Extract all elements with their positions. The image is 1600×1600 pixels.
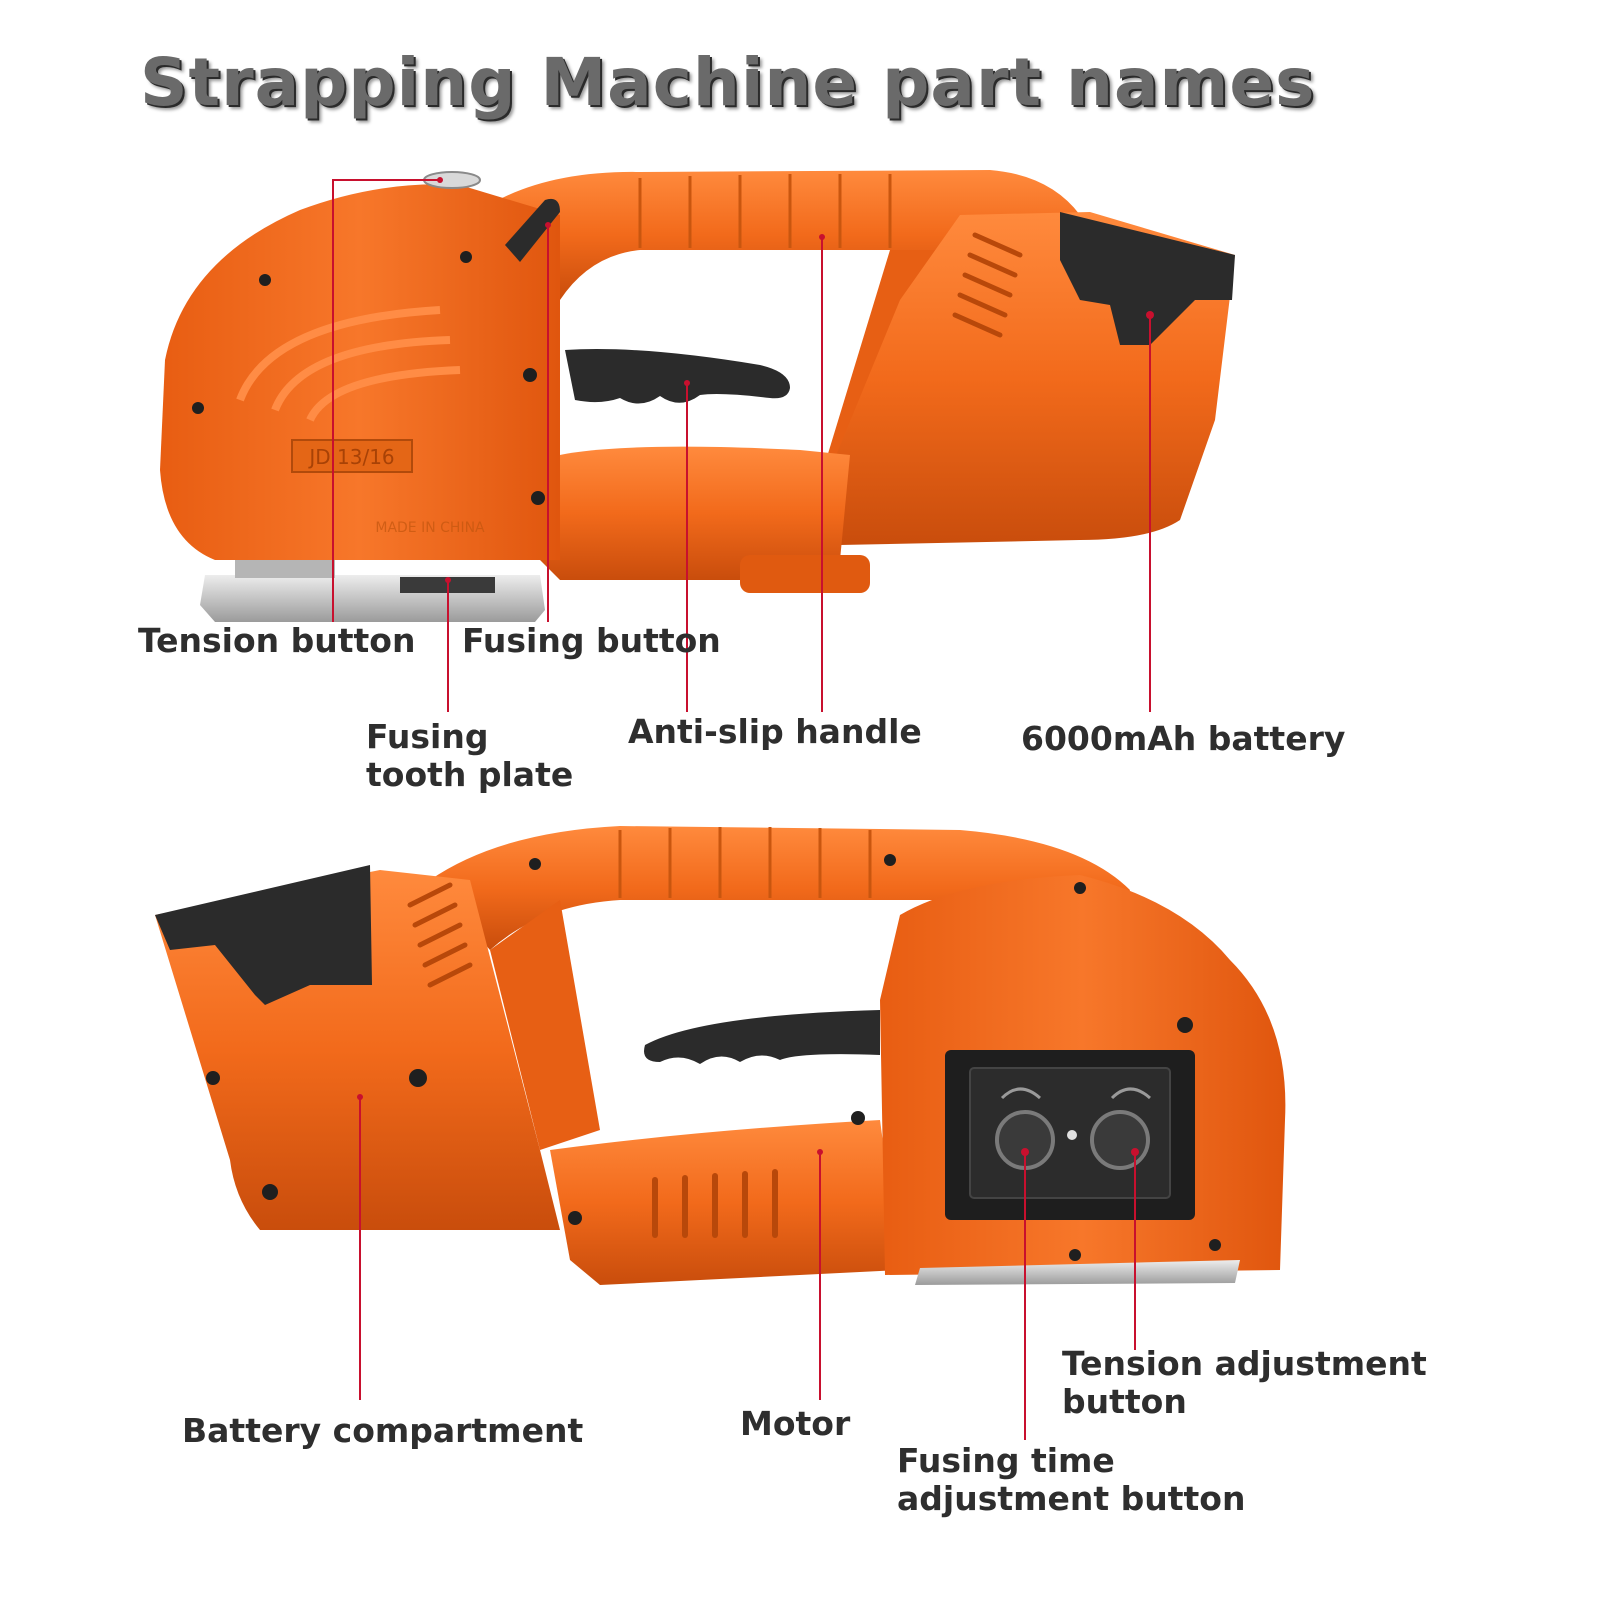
leader-dot: [445, 577, 451, 583]
leader-dot: [437, 177, 443, 183]
panel-indicator: [1067, 1130, 1077, 1140]
leader-dot: [357, 1094, 363, 1100]
handle-ribs: [638, 174, 892, 248]
rear-base-plate: [915, 1260, 1240, 1285]
leader-dot: [819, 234, 825, 240]
screws: [192, 251, 545, 505]
label-fusing-button: Fusing button: [462, 621, 721, 660]
rear-handle-upright: [490, 900, 600, 1150]
motor-vents: [652, 1169, 778, 1238]
battery-pack: [1060, 212, 1235, 345]
model-marking: JD 13/16: [307, 445, 394, 469]
head-decoration: [236, 306, 461, 422]
rear-vent-slots: [407, 882, 473, 988]
leader-dot: [1021, 1148, 1029, 1156]
machine-rear-view: [155, 826, 1286, 1285]
label-tension-adjustment-line2: button: [1062, 1382, 1187, 1421]
model-plate: [291, 439, 413, 473]
label-fusing-tooth-plate-line2: tooth plate: [366, 755, 574, 794]
leader-dot: [545, 222, 551, 228]
label-fusing-time-adjustment-button: Fusing time adjustment button: [897, 1442, 1245, 1518]
leader-dot: [1146, 311, 1154, 319]
rear-screws: [206, 854, 1221, 1261]
plate-bracket: [235, 560, 335, 578]
leader-lines: [332, 177, 1154, 1440]
label-tension-adjustment-button: Tension adjustment button: [1062, 1345, 1427, 1421]
label-fusing-tooth-plate: Fusing tooth plate: [366, 718, 573, 794]
rear-battery-pack: [155, 865, 372, 1005]
made-in-marking: MADE IN CHINA: [375, 520, 485, 536]
tension-adjustment-knob: [1090, 1110, 1150, 1170]
label-anti-slip-handle: Anti-slip handle: [628, 712, 922, 751]
leader-tension-button: [332, 179, 440, 622]
leader-dot: [817, 1149, 823, 1155]
label-fusing-time-line1: Fusing time: [897, 1441, 1115, 1480]
fusing-button-lever: [505, 198, 560, 262]
rear-handle-ribs: [618, 827, 872, 898]
head-housing: [160, 184, 560, 560]
label-motor: Motor: [740, 1404, 851, 1443]
motor-housing: [550, 1120, 900, 1285]
machine-front-view: JD 13/16 MADE IN CHINA: [160, 170, 1235, 622]
rotation-arrow-icons: [1000, 1087, 1152, 1100]
label-fusing-tooth-plate-line1: Fusing: [366, 717, 489, 756]
anti-slip-trigger: [565, 349, 790, 404]
leader-dot: [1131, 1148, 1139, 1156]
lower-body-bar: [540, 446, 850, 580]
label-tension-adjustment-line1: Tension adjustment: [1062, 1344, 1427, 1383]
label-fusing-time-line2: adjustment button: [897, 1479, 1246, 1518]
label-battery: 6000mAh battery: [1021, 719, 1346, 758]
page-title: Strapping Machine part names: [140, 44, 1316, 121]
label-battery-compartment: Battery compartment: [182, 1411, 584, 1450]
vent-slots: [952, 232, 1023, 338]
anti-slip-handle-arch: [455, 170, 1080, 300]
rear-trigger: [644, 1010, 880, 1064]
label-tension-button: Tension button: [138, 621, 416, 660]
rear-handle-arch: [430, 826, 1130, 950]
base-foot: [740, 555, 870, 593]
leader-dot: [684, 380, 690, 386]
